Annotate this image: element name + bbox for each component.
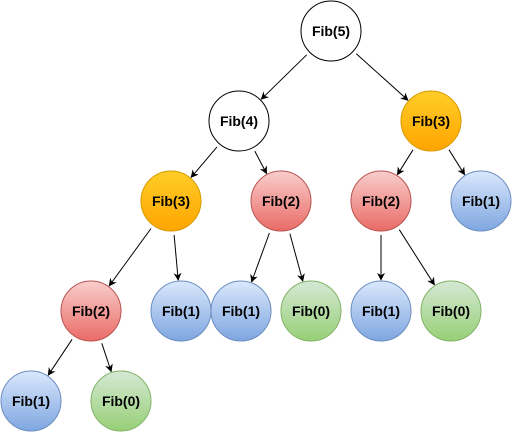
node-circle <box>60 280 122 342</box>
node-label: Fib(3) <box>412 113 450 129</box>
tree-node: Fib(3) <box>140 170 202 232</box>
edge-n2-to-n5 <box>254 150 268 175</box>
edge-n6-to-n13 <box>398 229 435 286</box>
edge-n3-to-n6 <box>396 149 414 176</box>
node-label: Fib(1) <box>12 393 50 409</box>
node-label: Fib(2) <box>362 193 400 209</box>
node-label: Fib(1) <box>462 193 500 209</box>
node-circle <box>250 170 312 232</box>
node-label: Fib(1) <box>362 303 400 319</box>
node-circle <box>300 0 362 62</box>
node-circle <box>140 170 202 232</box>
node-circle <box>450 170 512 232</box>
tree-node: Fib(0) <box>420 280 482 342</box>
tree-node: Fib(2) <box>350 170 412 232</box>
edge-n8-to-n14 <box>47 339 73 376</box>
edge-n8-to-n15 <box>101 343 113 373</box>
node-circle <box>280 280 342 342</box>
node-label: Fib(0) <box>432 303 470 319</box>
node-label: Fib(2) <box>72 303 110 319</box>
edges-layer <box>47 53 466 376</box>
node-circle <box>210 280 272 342</box>
tree-node: Fib(1) <box>450 170 512 232</box>
edge-n1-to-n2 <box>260 54 308 100</box>
node-circle <box>208 90 270 152</box>
node-label: Fib(5) <box>312 23 350 39</box>
edge-n3-to-n7 <box>448 149 466 176</box>
tree-node: Fib(1) <box>150 280 212 342</box>
tree-node: Fib(2) <box>250 170 312 232</box>
tree-node: Fib(5) <box>300 0 362 62</box>
node-label: Fib(1) <box>162 303 200 319</box>
tree-node: Fib(2) <box>60 280 122 342</box>
edge-n4-to-n9 <box>173 234 182 281</box>
tree-node: Fib(0) <box>90 370 152 432</box>
edge-n4-to-n8 <box>108 228 152 287</box>
node-label: Fib(0) <box>102 393 140 409</box>
edge-n1-to-n3 <box>355 53 409 101</box>
node-circle <box>420 280 482 342</box>
edge-n5-to-n10 <box>250 232 270 283</box>
tree-node: Fib(1) <box>0 370 62 432</box>
tree-node: Fib(1) <box>350 280 412 342</box>
node-label: Fib(0) <box>292 303 330 319</box>
edge-n2-to-n4 <box>190 146 218 179</box>
node-label: Fib(4) <box>220 113 258 129</box>
tree-node: Fib(1) <box>210 280 272 342</box>
tree-node: Fib(3) <box>400 90 462 152</box>
tree-node: Fib(0) <box>280 280 342 342</box>
node-circle <box>350 280 412 342</box>
node-label: Fib(1) <box>222 303 260 319</box>
node-label: Fib(2) <box>262 193 300 209</box>
node-label: Fib(3) <box>152 193 190 209</box>
edge-n5-to-n11 <box>289 233 305 282</box>
node-circle <box>90 370 152 432</box>
node-circle <box>350 170 412 232</box>
node-circle <box>400 90 462 152</box>
tree-node: Fib(4) <box>208 90 270 152</box>
node-circle <box>0 370 62 432</box>
